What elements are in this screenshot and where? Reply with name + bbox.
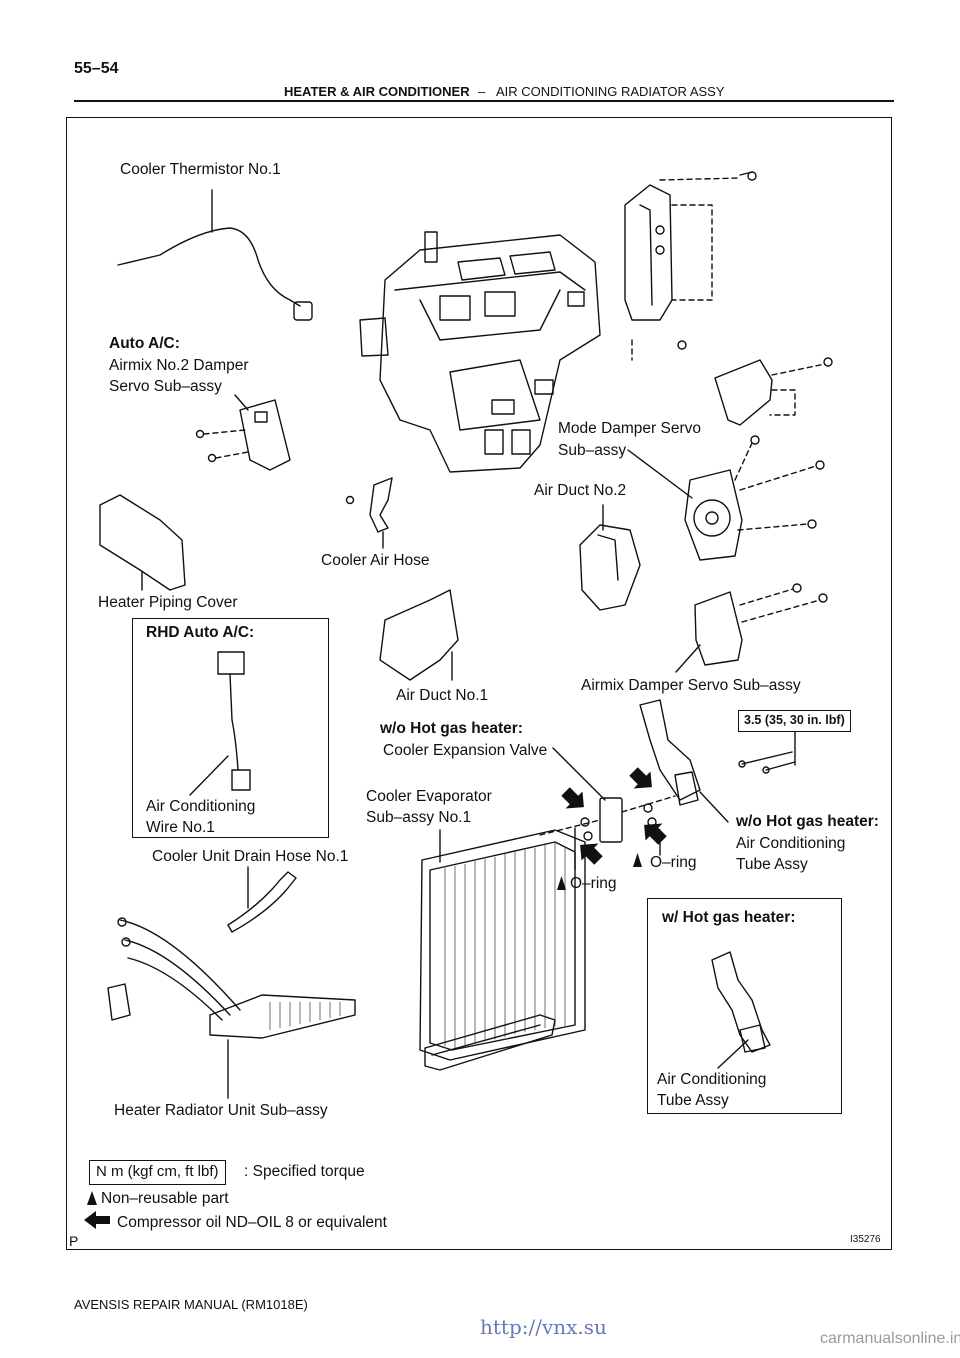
hot-gas-inset-box xyxy=(647,898,842,1114)
label-mode-damper-l2: Sub–assy xyxy=(558,442,627,459)
label-ac-tube-l1: Air Conditioning xyxy=(736,835,846,852)
page-number: 55–54 xyxy=(74,60,119,77)
label-ac-tube2-l1: Air Conditioning xyxy=(657,1071,767,1088)
legend-torque-text: : Specified torque xyxy=(244,1163,365,1180)
airmix2-servo-drawing xyxy=(195,394,291,471)
label-ac-tube-l2: Tube Assy xyxy=(736,856,808,873)
nonreusable-markers xyxy=(87,853,642,1205)
legend-torque-box: N m (kgf cm, ft lbf) xyxy=(89,1160,226,1185)
diagram-frame xyxy=(66,117,892,1250)
mode-damper-servo-drawing xyxy=(627,435,825,561)
ac-tube-drawing xyxy=(639,699,796,823)
torque-value-box: 3.5 (35, 30 in. lbf) xyxy=(738,710,851,732)
hot-gas-tube-drawing xyxy=(711,951,771,1069)
label-rhd-auto-ac: RHD Auto A/C: xyxy=(146,624,255,641)
legend-oil: Compressor oil ND–OIL 8 or equivalent xyxy=(117,1214,387,1231)
label-heater-radiator: Heater Radiator Unit Sub–assy xyxy=(114,1102,328,1119)
site-watermark: carmanualsonline.info xyxy=(820,1330,960,1347)
watermark-link[interactable]: http://vnx.su xyxy=(480,1315,607,1339)
legend-nonreusable: Non–reusable part xyxy=(101,1190,229,1207)
label-oring-1: O–ring xyxy=(570,875,617,892)
air-duct-1-drawing xyxy=(379,589,459,681)
upper-duct-drawing xyxy=(624,171,757,361)
label-mode-damper-l1: Mode Damper Servo xyxy=(558,420,702,437)
label-drain-hose: Cooler Unit Drain Hose No.1 xyxy=(152,848,349,865)
label-air-duct-2: Air Duct No.2 xyxy=(534,482,627,499)
label-oring-2: O–ring xyxy=(650,854,697,871)
airmix-damper-servo-drawing xyxy=(675,583,828,673)
subsection-title: AIR CONDITIONING RADIATOR ASSY xyxy=(496,84,725,99)
image-code: I35276 xyxy=(850,1234,881,1245)
label-cooler-thermistor: Cooler Thermistor No.1 xyxy=(120,161,281,178)
servo-cover-drawing xyxy=(714,357,833,426)
oil-arrows xyxy=(561,767,667,865)
label-cooler-expansion-valve: Cooler Expansion Valve xyxy=(383,742,548,759)
label-ac-wire-l2: Wire No.1 xyxy=(146,819,215,836)
page-mark: P xyxy=(69,1233,79,1249)
label-cooler-evap-l2: Sub–assy No.1 xyxy=(366,809,472,826)
cooler-thermistor-drawing xyxy=(117,189,313,321)
label-cooler-evap-l1: Cooler Evaporator xyxy=(366,788,492,805)
heater-radiator-drawing xyxy=(107,917,356,1099)
label-airmix-damper: Airmix Damper Servo Sub–assy xyxy=(581,677,801,694)
rhd-inset-box xyxy=(132,618,329,838)
label-wo-hot-gas-2: w/o Hot gas heater: xyxy=(736,813,879,830)
label-airmix2-l2: Servo Sub–assy xyxy=(109,378,222,395)
expansion-valve-drawing xyxy=(539,747,676,871)
evaporator-fins xyxy=(444,842,566,1049)
label-ac-tube2-l2: Tube Assy xyxy=(657,1092,729,1109)
label-auto-ac: Auto A/C: xyxy=(109,335,180,352)
section-title: HEATER & AIR CONDITIONER xyxy=(284,84,470,99)
label-cooler-air-hose: Cooler Air Hose xyxy=(321,552,430,569)
label-heater-piping-cover: Heater Piping Cover xyxy=(98,594,238,611)
heater-piping-cover-drawing xyxy=(99,494,186,591)
label-air-duct-1: Air Duct No.1 xyxy=(396,687,489,704)
label-airmix2-l1: Airmix No.2 Damper xyxy=(109,357,249,374)
radiator-fins xyxy=(269,1001,341,1031)
cooler-air-hose-drawing xyxy=(345,477,393,549)
oil-arrow-legend xyxy=(84,1211,110,1229)
air-duct-2-drawing xyxy=(579,504,641,611)
ac-unit-housing-drawing xyxy=(359,231,601,473)
header-rule xyxy=(74,100,894,102)
label-wo-hot-gas-1: w/o Hot gas heater: xyxy=(380,720,523,737)
drain-hose-drawing xyxy=(227,866,297,933)
footer-manual-title: AVENSIS REPAIR MANUAL (RM1018E) xyxy=(74,1297,308,1312)
ac-wire-drawing xyxy=(189,651,251,796)
label-ac-wire-l1: Air Conditioning xyxy=(146,798,256,815)
drain-tray-drawing xyxy=(424,1014,556,1071)
cooler-evaporator-drawing xyxy=(419,829,586,1061)
section-separator: – xyxy=(478,84,486,99)
label-w-hot-gas: w/ Hot gas heater: xyxy=(662,909,796,926)
